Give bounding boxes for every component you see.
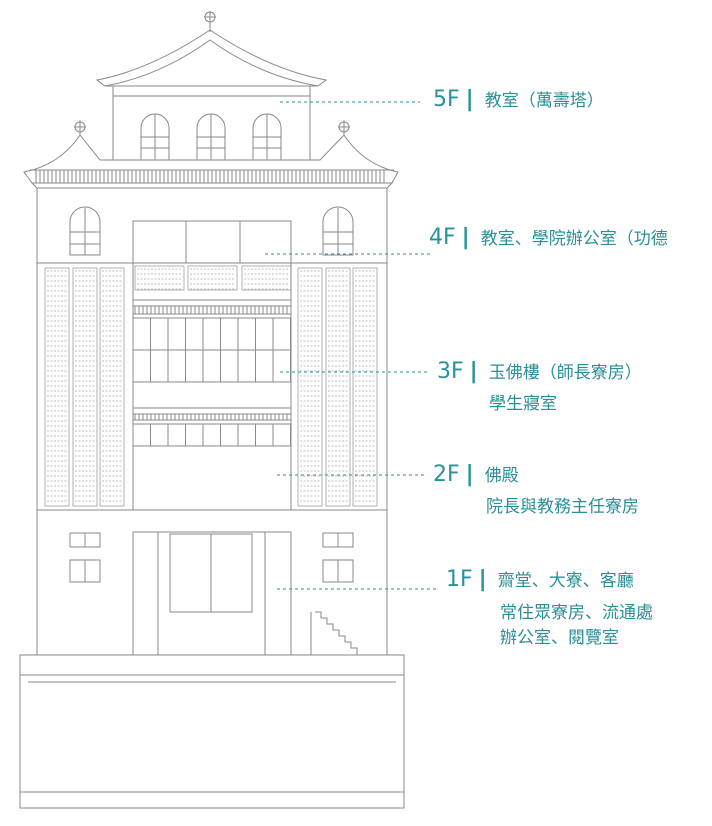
floor-number-5f: 5F	[433, 87, 460, 112]
floor-desc-3f-line2: 學生寢室	[489, 394, 557, 414]
balcony-rail	[132, 299, 292, 315]
floor-desc-2f-line2: 院長與教務主任寮房	[486, 497, 639, 517]
tile-grille-side-6	[352, 267, 378, 507]
floor-number-3f: 3F	[437, 359, 464, 384]
roof-finial-top	[204, 11, 216, 23]
floor-desc-5f-line1: 教室（萬壽塔）	[484, 91, 604, 111]
arched-window-4f-left	[69, 206, 101, 256]
floor-label-4f: 4F| 教室、學院辦公室（功德	[429, 225, 668, 250]
podium	[19, 674, 405, 793]
tile-grille-side-4	[297, 267, 323, 507]
floor-desc-1f-line2: 常住眾寮房、流通處	[500, 603, 653, 623]
floor-desc-2f-line1: 佛殿	[484, 466, 519, 486]
roof-finial-left	[74, 120, 86, 135]
floor-desc-3f-line1: 玉佛樓（師長寮房）	[488, 363, 642, 383]
tile-grille-side-5	[325, 267, 351, 507]
roof-finial-right	[338, 120, 350, 135]
podium-top-slab	[19, 654, 405, 676]
floor-label-5f: 5F| 教室（萬壽塔）	[433, 87, 604, 112]
arched-window-5f-1	[140, 113, 170, 161]
floor-number-2f: 2F	[433, 462, 460, 487]
arched-window-5f-2	[196, 113, 226, 161]
floor-desc-1f-line3: 辦公室、閱覽室	[500, 628, 619, 648]
tile-grille-top-2	[187, 265, 238, 291]
floor-desc-1f-line1: 齋堂、大寮、客廳	[497, 571, 634, 591]
entrance-frame	[132, 531, 292, 656]
tile-grille-side-3	[99, 267, 125, 507]
central-bay-4f	[132, 220, 292, 264]
tile-grille-top-1	[134, 265, 185, 291]
main-facade	[36, 187, 388, 656]
arched-window-4f-right	[322, 206, 354, 256]
window-1f-left	[69, 532, 101, 583]
balcony-rail	[132, 407, 292, 421]
floor-label-2f: 2F| 佛殿	[433, 462, 519, 487]
arched-window-5f-3	[252, 113, 282, 161]
tile-grille-side-1	[44, 267, 70, 507]
podium-foot	[19, 791, 405, 809]
window-1f-right	[322, 532, 354, 583]
floor-label-3f: 3F| 玉佛樓（師長寮房）	[437, 359, 642, 384]
window-band-3f-lower	[132, 423, 292, 447]
floor-number-1f: 1F	[446, 567, 473, 592]
tile-grille-top-3	[241, 265, 292, 291]
floor-label-1f: 1F| 齋堂、大寮、客廳	[446, 567, 634, 592]
central-bay	[132, 262, 292, 511]
floor-desc-4f-line1: 教室、學院辦公室（功德	[480, 229, 668, 249]
tile-grille-side-2	[72, 267, 98, 507]
top-roof	[95, 29, 328, 87]
entrance-stairs	[315, 611, 371, 656]
floor-number-4f: 4F	[429, 225, 456, 250]
